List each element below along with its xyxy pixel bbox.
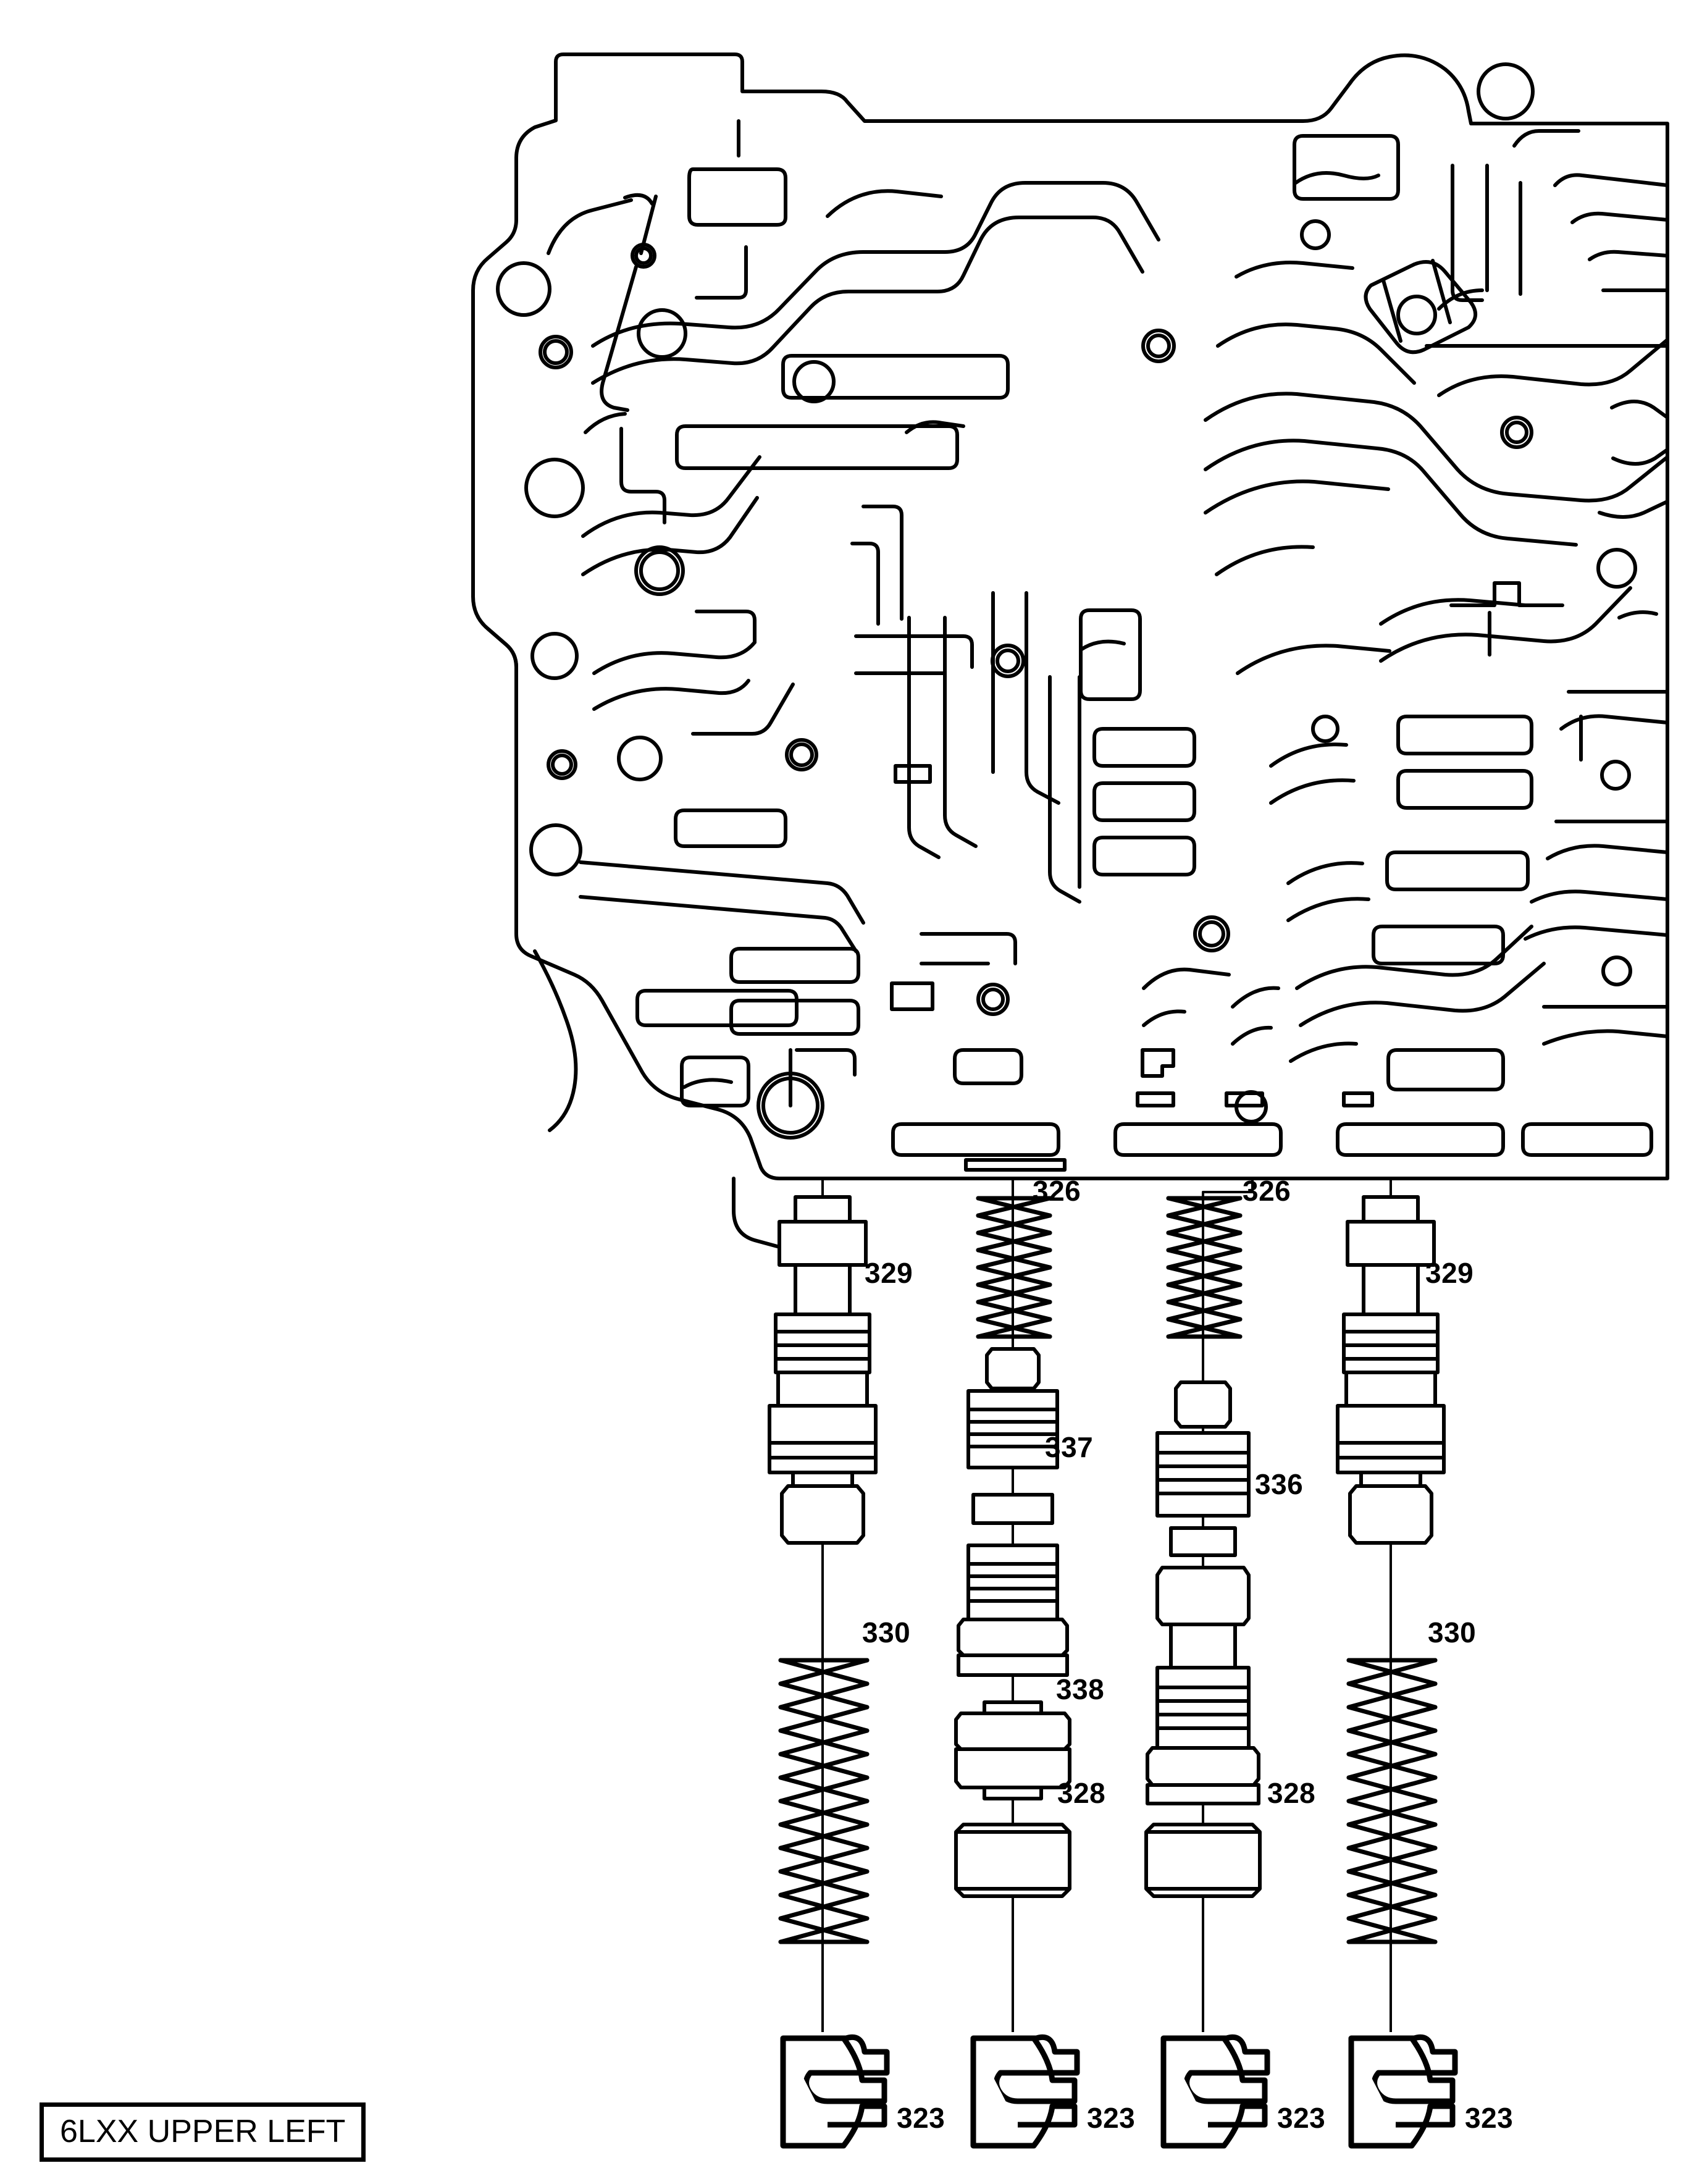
- callout-330-col4: 330: [1428, 1616, 1477, 1648]
- callout-326-col2: 326: [1033, 1175, 1081, 1207]
- callout-323-col3: 323: [1277, 2102, 1326, 2134]
- callout-330-col1: 330: [862, 1616, 911, 1648]
- callout-329-col1: 329: [865, 1257, 913, 1289]
- callout-329-col4: 329: [1425, 1257, 1474, 1289]
- callout-326-col3: 326: [1243, 1175, 1291, 1207]
- callout-337-col2: 337: [1045, 1431, 1094, 1463]
- valve-train-column-2: [954, 1178, 1080, 2149]
- title-plate: 6LXX UPPER LEFT: [40, 2102, 366, 2162]
- callout-323-col1: 323: [897, 2102, 945, 2134]
- callout-336-col3: 336: [1255, 1468, 1304, 1500]
- valve-train-column-4: [1336, 1178, 1458, 2149]
- valve-train-column-3: [1144, 1178, 1270, 2149]
- title-plate-label: 6LXX UPPER LEFT: [60, 2114, 346, 2149]
- valve-train-column-1: [768, 1178, 890, 2149]
- callout-338-col2: 338: [1056, 1673, 1105, 1705]
- callout-328-col2: 328: [1057, 1777, 1106, 1809]
- callout-323-col4: 323: [1465, 2102, 1514, 2134]
- callout-323-col2: 323: [1087, 2102, 1136, 2134]
- callout-328-col3: 328: [1267, 1777, 1316, 1809]
